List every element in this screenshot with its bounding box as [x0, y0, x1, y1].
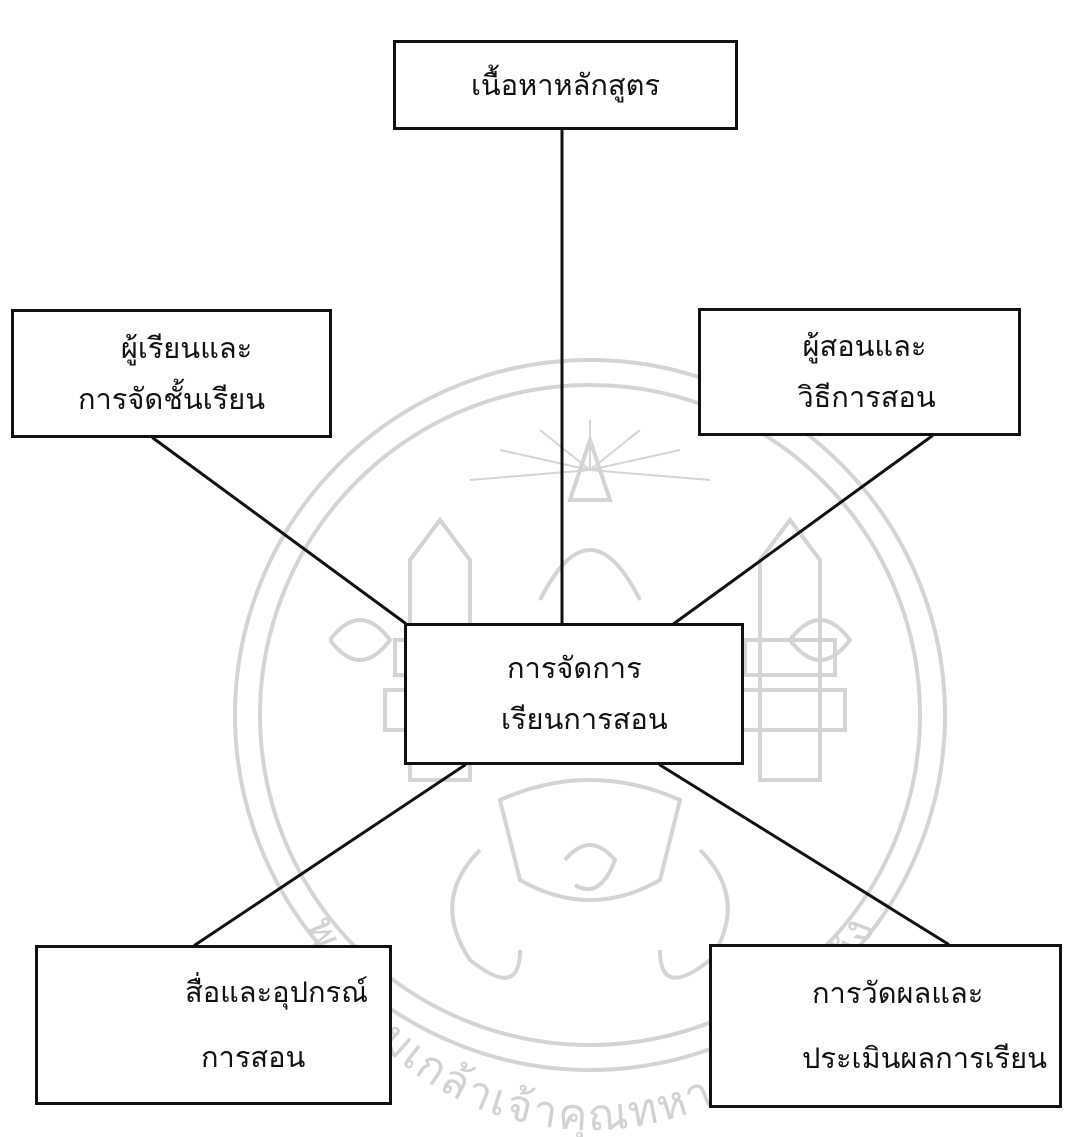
learners-classroom-box: ผู้เรียนและ การจัดชั้นเรียน	[11, 309, 332, 438]
teachers-methods-box: ผู้สอนและ วิธีการสอน	[698, 308, 1021, 436]
box-label-line: การวัดผลและ	[812, 975, 984, 1010]
box-label-line: ประเมินผลการเรียน	[802, 1041, 1047, 1075]
connector-bottom-right	[658, 763, 950, 946]
box-label-line: การสอน	[201, 1040, 306, 1074]
teaching-management-box: การจัดการ เรียนการสอน	[404, 623, 744, 765]
box-label-line: การจัดชั้นเรียน	[77, 381, 266, 416]
box-label-line: ผู้เรียนและ	[120, 330, 253, 365]
box-label-line: เนื้อหาหลักสูตร	[470, 67, 661, 102]
connector-right	[670, 434, 934, 627]
media-equipment-box: สื่อและอุปกรณ์ การสอน	[35, 945, 392, 1105]
box-label-line: วิธีการสอน	[797, 380, 936, 414]
connector-bottom-left	[193, 763, 467, 947]
box-label-line: เรียนการสอน	[501, 702, 668, 736]
curriculum-content-box: เนื้อหาหลักสูตร	[393, 40, 738, 130]
box-label-line: สื่อและอุปกรณ์	[185, 974, 369, 1009]
connector-left	[151, 436, 407, 625]
box-label-line: การจัดการ	[507, 651, 642, 686]
box-label-line: ผู้สอนและ	[802, 329, 927, 364]
evaluation-assessment-box: การวัดผลและ ประเมินผลการเรียน	[709, 944, 1062, 1108]
